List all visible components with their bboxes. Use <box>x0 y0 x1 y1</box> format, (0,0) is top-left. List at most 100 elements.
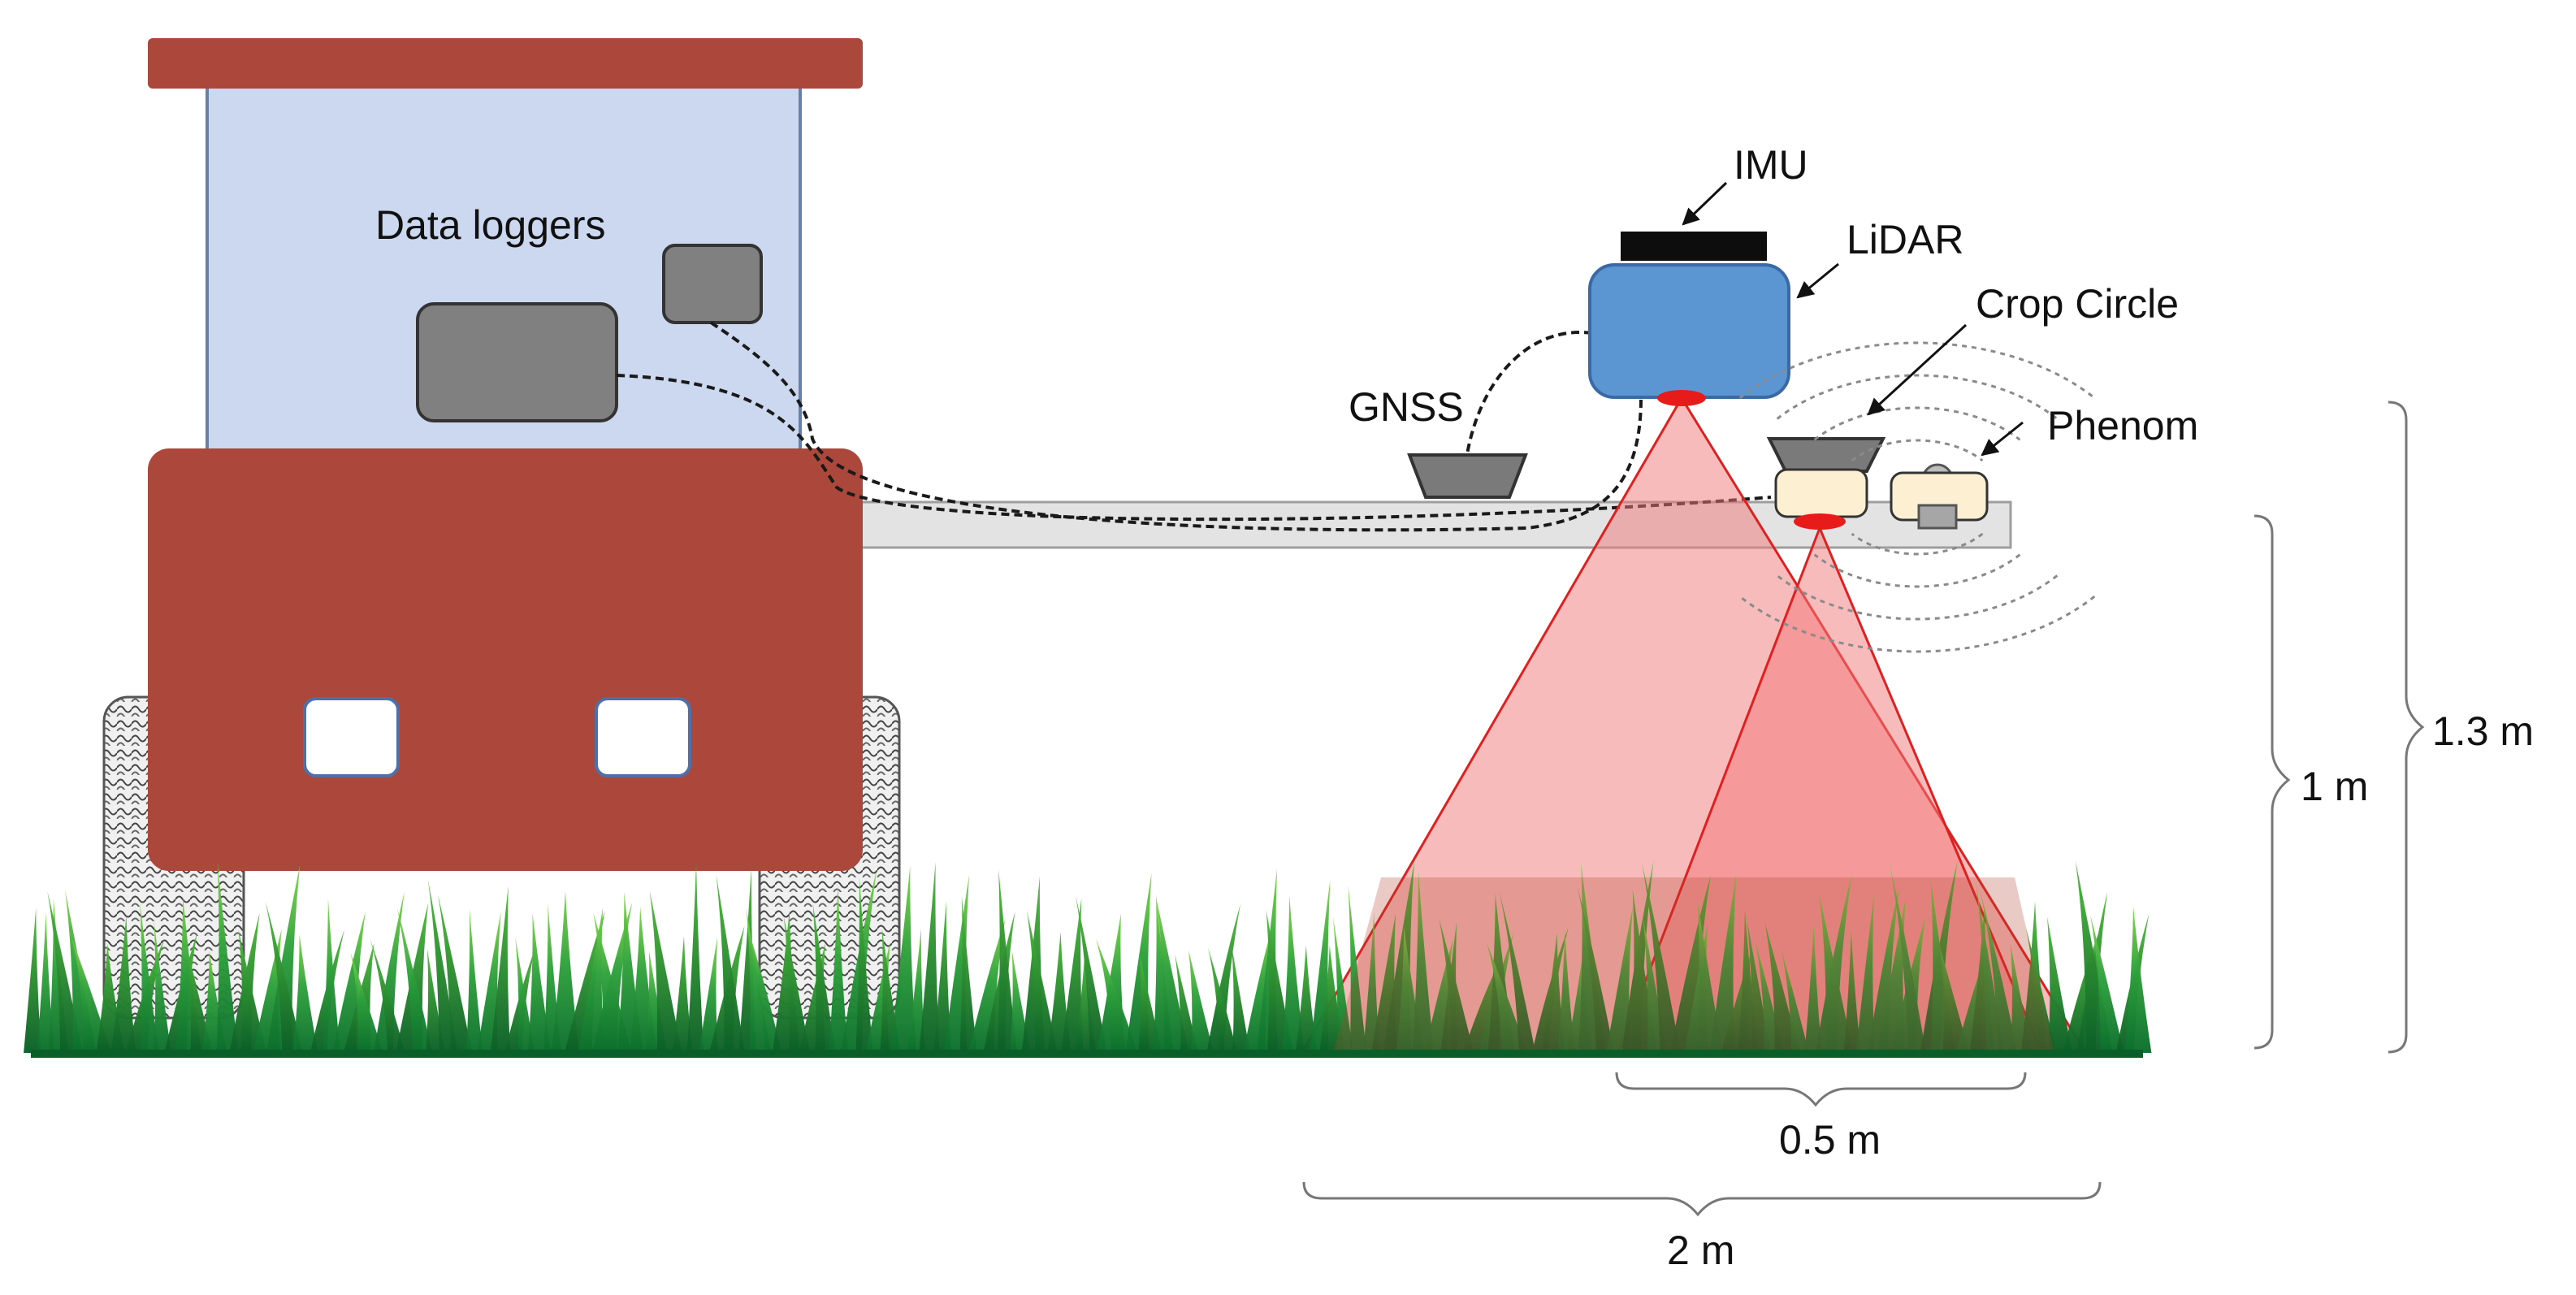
imu-arrow <box>1682 181 1728 226</box>
phenom-sensor <box>1890 463 1989 530</box>
grass-blade <box>1499 891 1536 1053</box>
grass-blade <box>551 890 580 1053</box>
grass-blade <box>1282 895 1305 1053</box>
sonar-wave-arc <box>1776 574 2059 621</box>
label-arrows <box>1682 181 2024 457</box>
cab-roof <box>148 38 863 89</box>
grass-blade <box>2046 916 2072 1053</box>
crop-circle-arrow <box>1867 323 1968 416</box>
grass-blade <box>332 911 366 1053</box>
grass-blade <box>396 907 433 1053</box>
grass-blade <box>812 903 836 1053</box>
label-phenom: Phenom <box>2047 403 2198 448</box>
brace-1-3m <box>2388 401 2425 1054</box>
label-lidar: LiDAR <box>1846 217 1963 262</box>
grass-blade <box>1295 945 1318 1053</box>
component-labels: Data loggers IMU LiDAR Crop Circle GNSS … <box>375 142 2198 448</box>
grass-blade <box>140 902 159 1053</box>
grass-blade <box>1819 894 1854 1053</box>
grass-blade <box>1557 930 1575 1053</box>
grass-blade <box>350 953 383 1053</box>
lidar-body <box>1588 263 1790 399</box>
grass-blade <box>216 862 239 1053</box>
cable-lidar-to-gnss <box>1465 331 1593 460</box>
grass-blade <box>1075 894 1107 1053</box>
grass-blade <box>1642 863 1681 1053</box>
data-logger-boxes <box>416 244 763 422</box>
grass-blade <box>1541 933 1565 1053</box>
grass-blade <box>1855 893 1875 1053</box>
grass-blade <box>1868 886 1900 1053</box>
grass-blade <box>1804 923 1822 1053</box>
label-large-footprint: 2 m <box>1667 1228 1734 1273</box>
grass-blade <box>2090 914 2124 1053</box>
grass-blade <box>1439 918 1474 1053</box>
grass-blade <box>1877 899 1906 1053</box>
grass-blade <box>2124 905 2152 1053</box>
vehicle-body <box>148 448 863 871</box>
grass-blade <box>527 912 552 1053</box>
label-small-footprint: 0.5 m <box>1779 1117 1881 1163</box>
label-imu: IMU <box>1734 142 1808 188</box>
grass-canopy <box>24 860 2152 1056</box>
lidar-unit <box>1588 232 1790 406</box>
grass-blade <box>24 907 41 1053</box>
grass-blade <box>746 923 782 1053</box>
label-crop-circle: Crop Circle <box>1976 281 2179 327</box>
grass-blade <box>110 914 136 1053</box>
grass-blade <box>983 912 1015 1053</box>
crop-circle-aperture <box>1794 513 1846 530</box>
gnss-receiver <box>1407 453 1528 499</box>
grass-blade <box>890 865 917 1053</box>
sonar-wave-arcs <box>1738 341 2096 653</box>
sonar-wave-arc <box>1776 374 2059 420</box>
sensor-cables <box>616 321 1772 532</box>
grass-blade <box>1188 950 1214 1053</box>
ground-line <box>31 1050 2143 1058</box>
imu-bar <box>1621 232 1767 261</box>
grass-blade <box>1578 886 1615 1053</box>
grass-blade <box>564 910 605 1053</box>
brace-1m <box>2253 514 2291 1050</box>
grass-blade <box>465 908 483 1053</box>
grass-blade <box>1348 885 1367 1053</box>
grass-blade <box>1889 860 1926 1053</box>
grass-blade <box>783 916 811 1053</box>
sonar-wave-arc <box>1813 553 2021 588</box>
grass-blade <box>323 898 340 1053</box>
grass-blade <box>649 890 682 1053</box>
grass-blade <box>1669 874 1711 1053</box>
grass-blade <box>37 912 54 1053</box>
grass-blade <box>374 890 405 1053</box>
grass-blade <box>1026 910 1058 1053</box>
lidar-aperture <box>1657 390 1706 406</box>
sonar-wave-arc <box>1851 439 1984 462</box>
brace-0-5m <box>1615 1072 2027 1107</box>
grass-blade <box>370 938 405 1053</box>
grass-blade <box>1939 946 1970 1053</box>
grass-blade <box>672 935 693 1053</box>
grass-blade <box>1843 931 1861 1053</box>
phenom-arrow <box>1981 421 2024 457</box>
crop-circle-sensor <box>1766 437 1886 530</box>
grass-blade <box>1061 898 1084 1053</box>
grass-blade <box>716 874 745 1053</box>
grass-blade <box>1266 910 1294 1053</box>
dimension-labels: 1.3 m 1 m 0.5 m 2 m <box>1667 708 2534 1273</box>
sonar-wave-arc <box>1851 532 1984 556</box>
grass-blade <box>1206 903 1241 1053</box>
grass-blade <box>154 920 171 1053</box>
grass-blade <box>686 861 704 1053</box>
grass-blade <box>746 907 772 1053</box>
grass-blade <box>1486 942 1527 1053</box>
dimension-braces <box>1302 401 2425 1217</box>
grass-blade <box>998 868 1017 1053</box>
label-data-loggers: Data loggers <box>375 202 606 248</box>
label-boom-height: 1 m <box>2301 764 2368 809</box>
grass-blade <box>959 895 977 1053</box>
grass-blade <box>591 902 633 1053</box>
grass-blade <box>2010 943 2033 1053</box>
grass-blade <box>855 877 873 1053</box>
body-window-left <box>303 697 400 777</box>
grass-blade <box>1930 878 1956 1053</box>
